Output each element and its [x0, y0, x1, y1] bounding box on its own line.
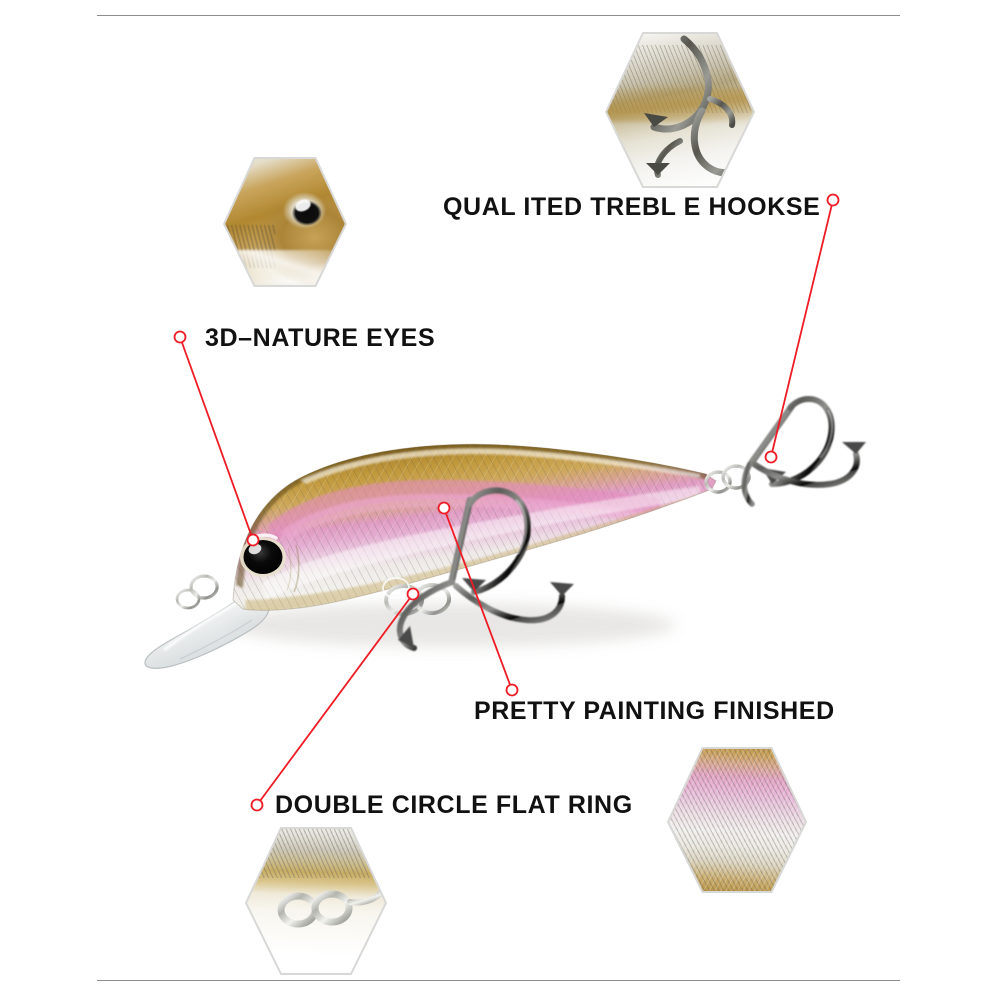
front-line-tie — [175, 574, 219, 610]
callout-label-ring: DOUBLE CIRCLE FLAT RING — [275, 791, 633, 819]
bottom-divider-rule — [97, 980, 900, 981]
callout-line-eyes — [179, 336, 254, 541]
callout-marker-hooks-end — [764, 450, 778, 464]
head-detail — [286, 544, 300, 593]
callout-line-ring — [256, 593, 414, 806]
lure-shadow — [225, 603, 675, 647]
treble-hook-middle — [396, 487, 574, 651]
callout-label-hooks: QUAL ITED TREBL E HOOKSE — [443, 193, 821, 221]
callout-label-paint: PRETTY PAINTING FINISHED — [474, 697, 835, 725]
treble-hook-rear — [741, 396, 866, 507]
callout-marker-paint-start — [505, 683, 519, 697]
lure-eye — [240, 533, 286, 577]
callout-marker-ring-end — [406, 587, 420, 601]
callout-line-paint — [443, 507, 513, 691]
callout-marker-hooks-start — [826, 193, 840, 207]
callout-line-hooks — [770, 199, 834, 458]
callout-marker-eyes-end — [246, 533, 260, 547]
callout-marker-ring-start — [250, 798, 264, 812]
callout-marker-paint-end — [437, 501, 451, 515]
callout-marker-eyes-start — [173, 330, 187, 344]
top-divider-rule — [97, 15, 900, 16]
callout-label-eyes: 3D–NATURE EYES — [205, 324, 436, 352]
